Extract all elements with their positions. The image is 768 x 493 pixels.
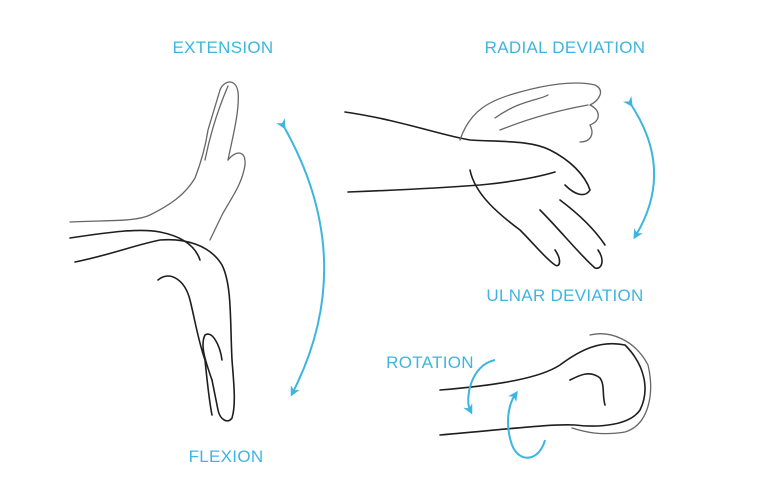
extension-hand [69, 81, 246, 241]
flexion-label: FLEXION [188, 447, 264, 466]
deviation-hands [344, 82, 606, 270]
flexion-extension-arrow [276, 118, 326, 397]
rotation-arrow-front [507, 390, 546, 459]
rotation-arrow-back [463, 359, 496, 415]
rotation-label: ROTATION [386, 353, 474, 372]
rotation-fist [439, 333, 652, 436]
ulnar-deviation-label: ULNAR DEVIATION [486, 286, 644, 305]
radial-deviation-label: RADIAL DEVIATION [484, 38, 646, 57]
flexion-hand [69, 229, 236, 422]
deviation-arrow [623, 96, 656, 240]
extension-label: EXTENSION [172, 38, 274, 57]
motion-arrows [276, 96, 656, 459]
